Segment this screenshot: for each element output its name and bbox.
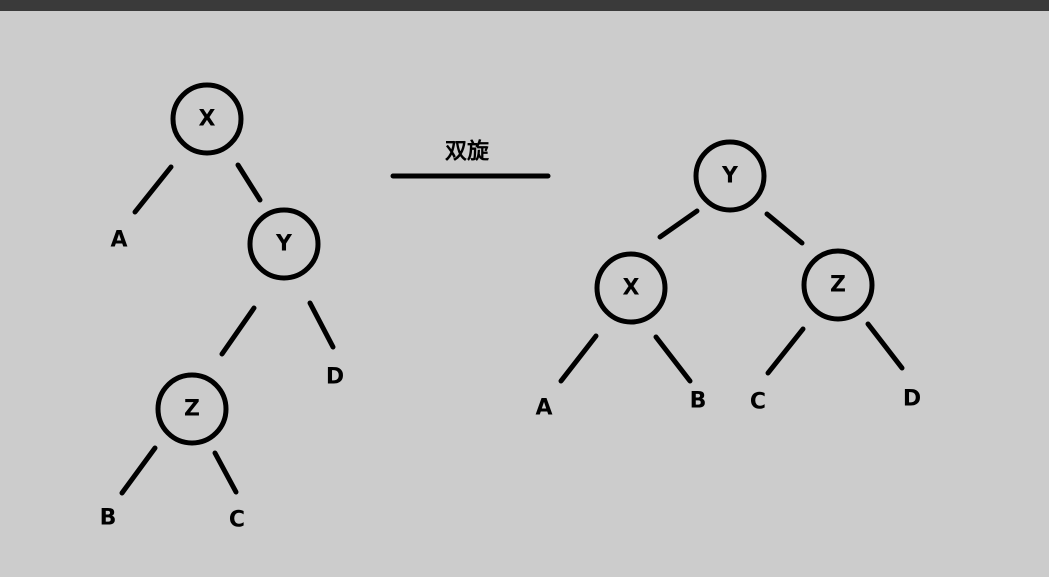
node-label-x: X (623, 276, 640, 301)
edge-z-d (865, 321, 905, 371)
leaf-label-a: A (110, 228, 127, 253)
edge-x-a (558, 333, 599, 384)
node-label-z: Z (184, 397, 200, 422)
leaf-label-c: C (750, 390, 766, 415)
edge-x-y (235, 162, 263, 203)
leaf-label-a: A (535, 396, 552, 421)
node-circle-y (693, 139, 767, 213)
edge-x-b (653, 334, 693, 384)
node-label-y: Y (721, 164, 739, 189)
edge-x-a (132, 164, 174, 215)
top-bar (0, 0, 1049, 11)
leaf-label-b: B (690, 389, 707, 414)
edge-y-z (219, 305, 257, 357)
node-circle-x (170, 82, 244, 156)
node-label-y: Y (275, 232, 293, 257)
tree-after-labels: Y X Z A B C D (535, 164, 921, 421)
node-circle-z (801, 248, 875, 322)
leaf-label-d: D (903, 387, 921, 412)
tree-before (119, 82, 336, 496)
operation-label: 双旋 (445, 139, 490, 165)
edge-z-b (119, 445, 158, 496)
leaf-label-d: D (326, 365, 344, 390)
tree-before-labels: X Y Z A D B C (100, 107, 345, 533)
leaf-label-b: B (100, 506, 117, 531)
node-label-x: X (199, 107, 216, 132)
tree-after (558, 139, 905, 384)
node-label-z: Z (830, 273, 846, 298)
node-circle-y (247, 207, 321, 281)
node-circle-z (155, 372, 229, 446)
operation-arrow: 双旋 (390, 139, 551, 179)
edge-y-d (307, 300, 336, 350)
node-circle-x (594, 251, 668, 325)
edge-y-z (764, 211, 805, 246)
leaf-label-c: C (229, 508, 245, 533)
edge-z-c (765, 326, 806, 376)
edge-z-c (212, 450, 239, 495)
edge-y-x (657, 208, 700, 240)
